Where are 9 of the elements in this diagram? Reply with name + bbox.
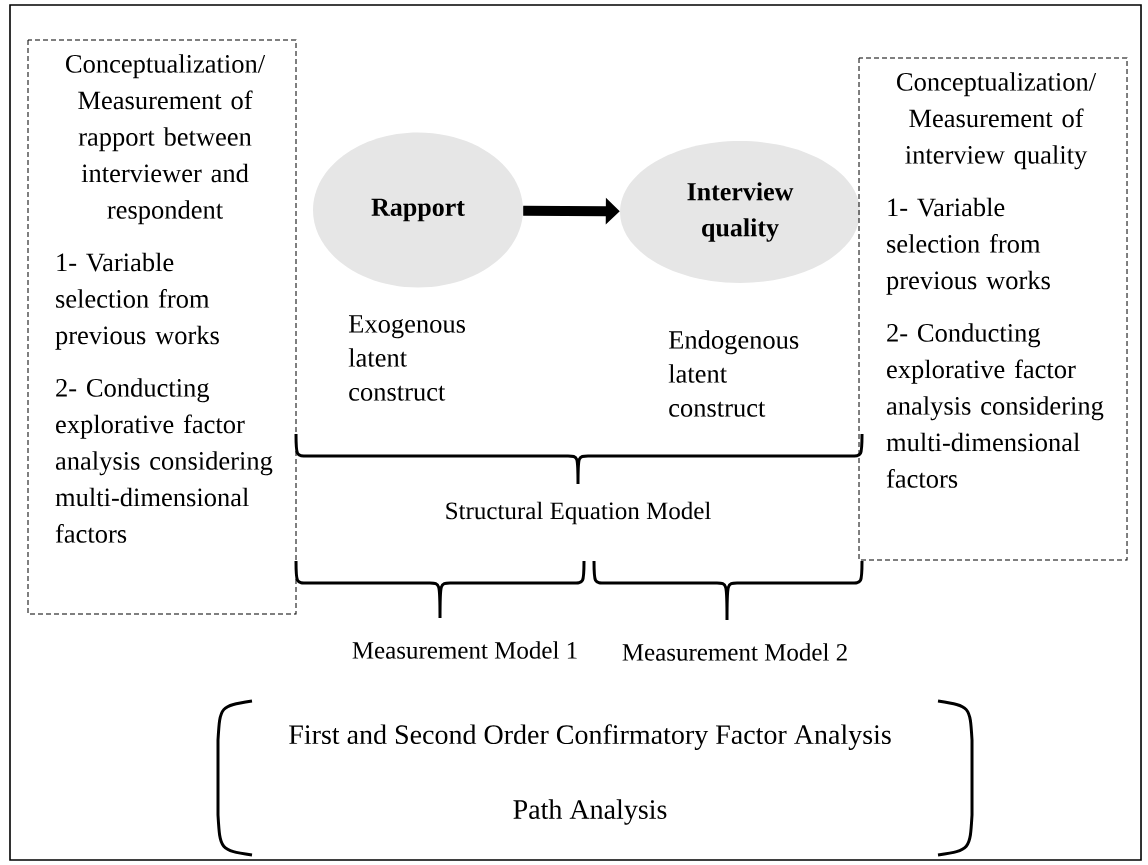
caption-text: Structural Equation Model xyxy=(446,501,711,525)
caption-text: Exogenous latent construct xyxy=(348,315,466,401)
caption-text: Measurement Model 1 xyxy=(352,641,577,659)
caption-text: Measurement Model 2 xyxy=(622,643,847,661)
dashed-box: Conceptualization/ Measurement of interview quality 1- Variable selection from previous works 2- Conducting explorative factor analysis considering multi-dimensional factors xyxy=(858,57,1128,561)
caption-text: Endogenous latent construct xyxy=(668,330,799,417)
caption-text: Path Analysis xyxy=(513,799,667,825)
dashed-box: Conceptualization/ Measurement of rapport between interviewer and respondent 1- Variable selection from previous works 2- Conducting explorative factor analysis considering multi-dimensional factors xyxy=(27,39,297,615)
caption-text: First and Second Order Confirmatory Factor Analysis xyxy=(289,724,891,750)
